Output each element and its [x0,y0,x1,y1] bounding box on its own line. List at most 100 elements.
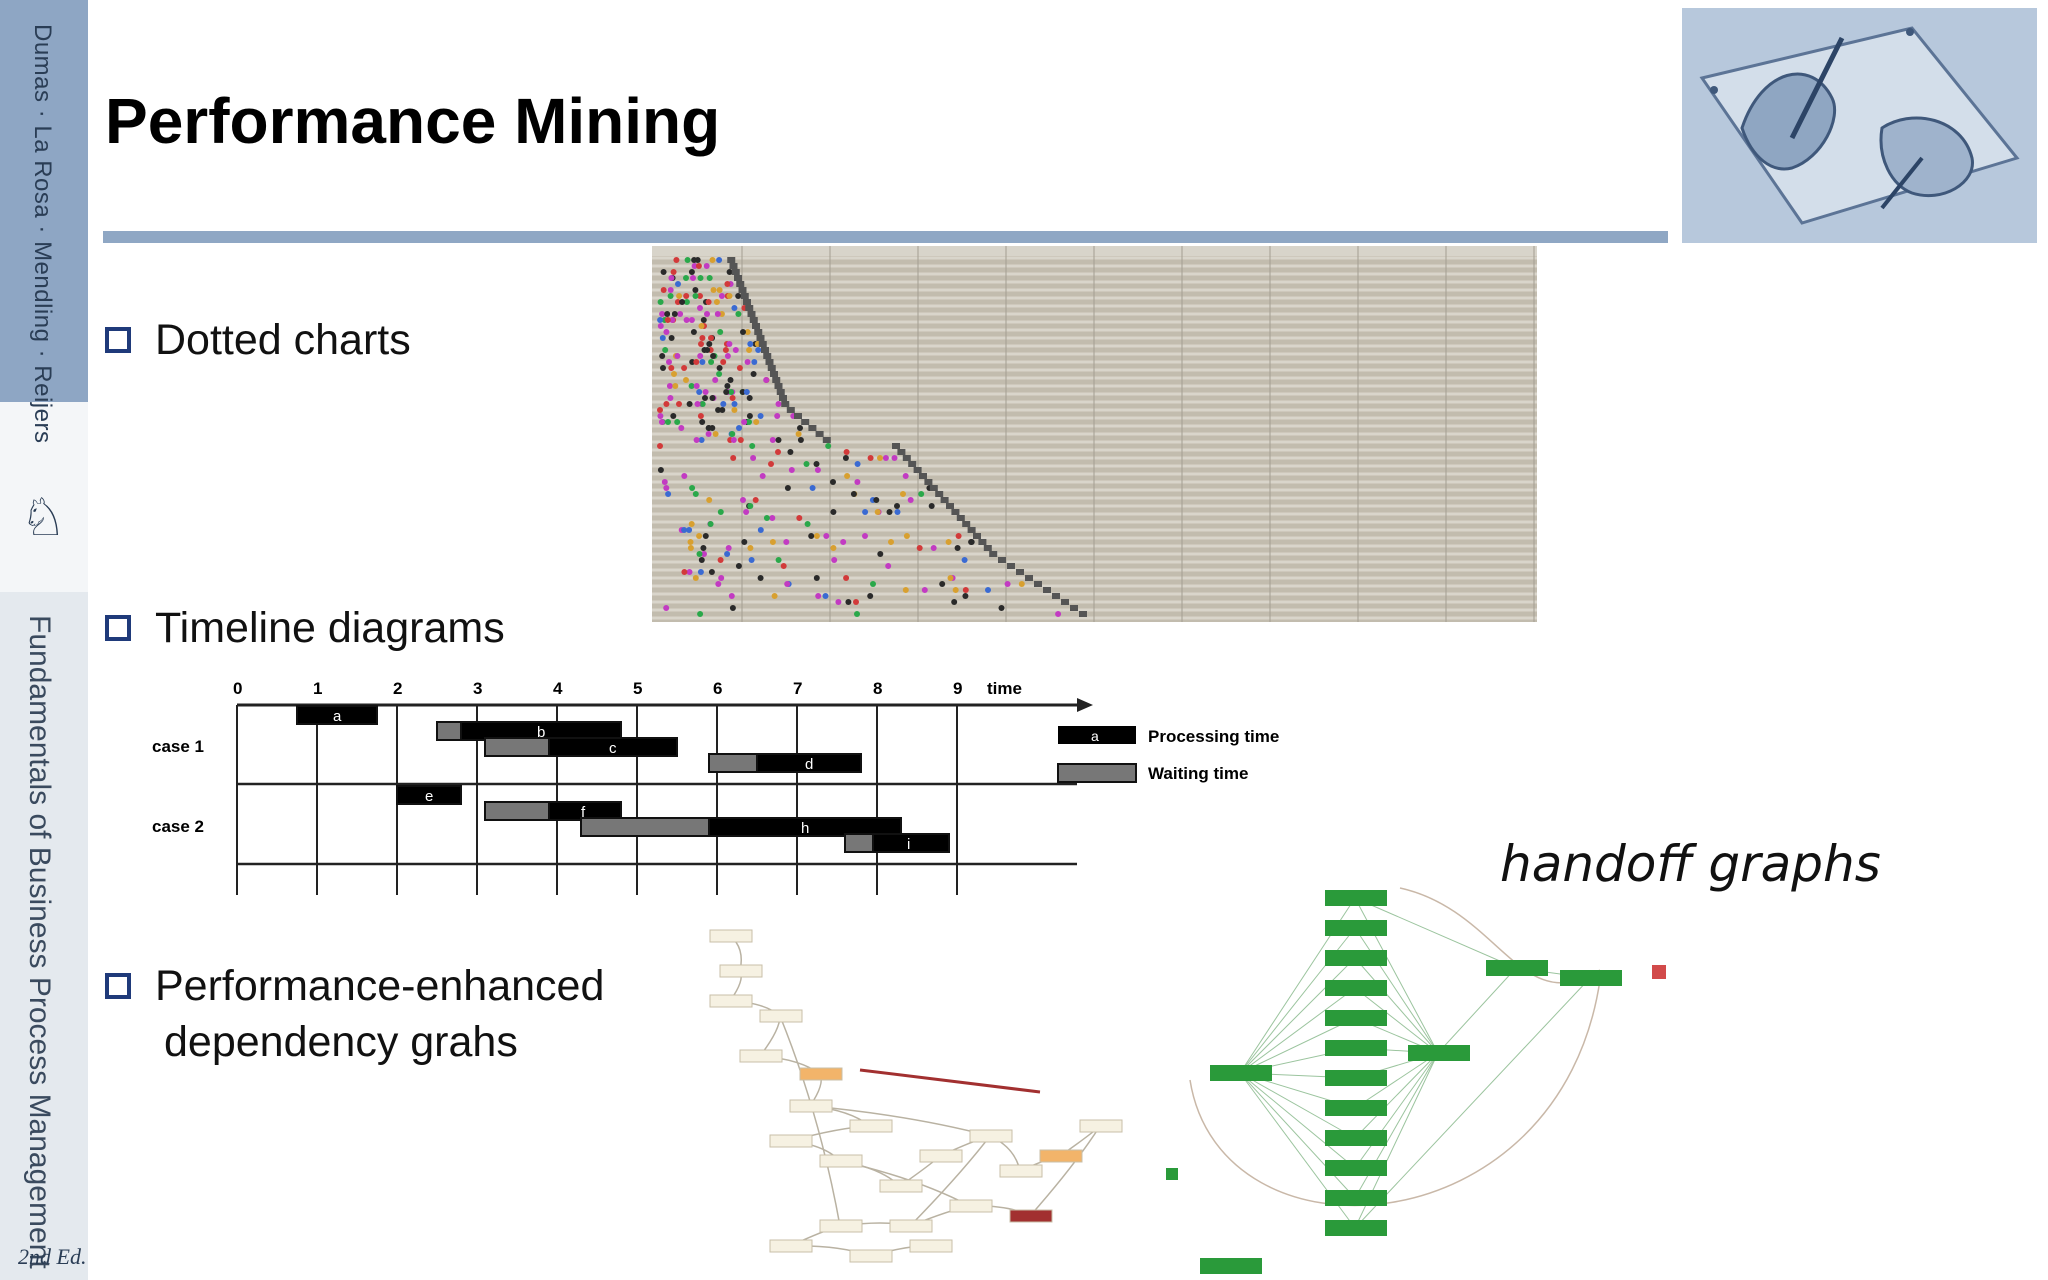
event-dot [752,497,759,503]
event-dot [695,263,702,269]
event-dot [775,437,782,443]
bullet-text-continuation: dependency grahs [164,1018,518,1066]
sidebar-logo-band [0,402,88,592]
event-dot [689,359,696,365]
event-dot [724,383,731,389]
handoff-graph-image [1166,887,1666,1274]
event-dot [731,401,738,407]
event-dot [704,311,710,317]
case-end-marker [772,377,781,383]
event-dot [763,377,770,383]
case-end-marker [951,509,960,515]
event-dot [962,593,969,599]
activity-node [879,1179,923,1193]
event-dot [696,389,703,395]
event-dot [894,509,901,515]
dependency-arc [1029,1125,1101,1217]
event-dot [700,317,707,323]
waiting-time-bar [484,801,550,821]
case-end-marker [743,299,751,305]
case-end-marker [740,293,749,299]
event-dot [726,293,733,299]
event-dot [985,587,991,593]
event-dot [674,419,681,425]
event-dot [676,401,682,407]
case-end-marker [929,485,938,491]
event-dot [891,455,898,461]
event-dot [928,503,935,509]
event-dot [716,371,723,377]
highlighted-dependency-arc [859,1068,1041,1094]
event-dot [775,557,782,563]
event-dot [691,263,698,269]
event-dot [705,299,712,305]
dotted-chart-image [652,246,1537,622]
time-tick-label: 8 [873,679,882,698]
event-dot [784,485,791,491]
event-dot [1018,581,1025,587]
case-label: case 2 [152,817,204,836]
event-dot [716,287,723,293]
handoff-edge [1354,897,1517,969]
case-end-marker [781,401,790,407]
dependency-arc [779,1015,841,1227]
event-dot [698,341,704,347]
event-dot [845,599,852,605]
event-dot [708,335,714,341]
activity-node [799,1067,843,1081]
end-node [1652,965,1666,979]
event-dot [815,593,822,599]
event-dot [657,323,664,329]
bullet-dotted-charts: Dotted charts [105,312,411,368]
event-dot [702,389,709,395]
event-dot [664,317,671,323]
event-dot [693,437,700,443]
case-end-marker [770,371,778,377]
event-dot [736,425,742,431]
event-dot [749,443,756,449]
event-dot [688,317,695,323]
event-dot [862,533,868,539]
event-dot [669,317,676,323]
event-dot [710,287,717,293]
activity-node [719,964,763,978]
handoff-edge [1239,1017,1356,1074]
case-end-marker [1025,575,1033,581]
event-dot [746,419,752,425]
event-dot [750,371,757,377]
case-end-marker [808,425,817,431]
handoff-node [1486,960,1548,976]
event-dot [724,551,731,557]
event-dot [775,449,781,455]
event-dot [657,317,664,323]
event-dot [747,503,754,509]
event-dot [885,563,892,569]
event-dot [746,347,753,353]
event-dot [746,413,753,419]
event-dot [947,575,954,581]
event-dot [784,581,791,587]
event-dot [660,269,667,275]
case-end-marker [754,329,763,335]
event-dot [716,257,723,263]
case-end-marker [998,557,1006,563]
event-dot [701,551,707,557]
event-dot [918,491,925,497]
handoff-edge [1354,1052,1439,1139]
event-dot [737,437,744,443]
square-bullet-icon [105,615,131,641]
activity-node [709,994,753,1008]
event-dot [677,311,684,317]
case-end-marker [962,521,971,527]
event-dot [916,545,923,551]
event-dot [743,389,750,395]
processing-time-bar [296,705,378,725]
case-end-marker [924,479,933,485]
event-dot [706,275,713,281]
case-end-marker [978,539,987,545]
event-dot [664,311,671,317]
activity-node [759,1009,803,1023]
handoff-edge [1437,967,1517,1054]
event-dot [657,467,664,473]
